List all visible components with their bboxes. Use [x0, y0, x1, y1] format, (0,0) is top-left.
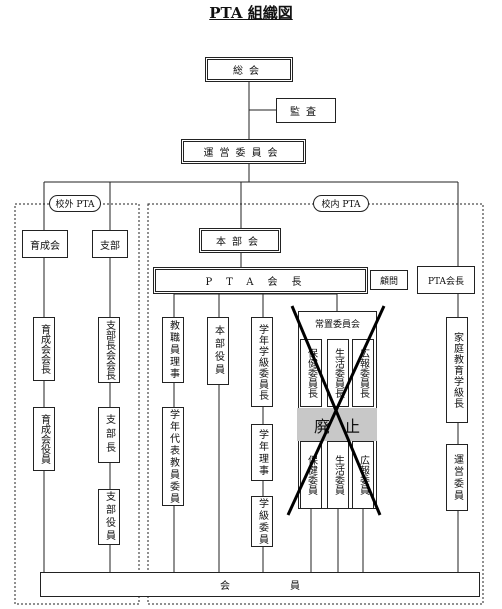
kansa-box: 監査	[276, 98, 336, 123]
unei-iin-label: 運営委員	[451, 453, 463, 502]
shibucho-kaicho-box: 支部長会会長	[98, 317, 120, 383]
gakunen-iincho-label: 学年学級委員長	[256, 323, 268, 401]
gakunen-riji-label: 学年理事	[256, 428, 268, 477]
seikatsu-iincho-box: 生活委員長	[327, 339, 349, 407]
shibucho-kaicho-label: 支部長会会長	[103, 320, 115, 380]
unei-iin-box: 運営委員	[446, 444, 468, 511]
honbu-yakuin-box: 本部役員	[207, 317, 229, 385]
kyoshoku-riji-label: 教職員理事	[167, 320, 179, 380]
hoken-iin-box: 保健委員	[300, 441, 322, 509]
konai-pta-label: 校内 PTA	[313, 195, 369, 212]
kogai-frame	[14, 203, 140, 605]
gakkyu-iin-label: 学級委員	[256, 497, 268, 546]
hoken-iincho-box: 保健委員長	[300, 339, 322, 407]
soukai-box: 総会	[205, 57, 293, 82]
ikusei-kaicho-box: 育成会会長	[33, 317, 55, 381]
hoken-iincho-label: 保健委員長	[305, 348, 317, 398]
shibu-yakuin-label: 支部役員	[103, 491, 115, 543]
ikusei-yakuin-label: 育成会役員	[38, 414, 50, 464]
konai-frame	[147, 203, 484, 605]
gakunen-daihyo-box: 学年代表教員委員	[162, 407, 184, 506]
kogai-pta-label: 校外 PTA	[49, 195, 101, 212]
abolish-label: 廃止	[297, 408, 377, 441]
pta-kaicho-label: PTA会長	[205, 277, 316, 288]
shibucho-box: 支部長	[98, 407, 120, 463]
koho-iincho-label: 広報委員長	[357, 348, 369, 398]
honbukai-box: 本部会	[199, 228, 281, 253]
ikusei-yakuin-box: 育成会役員	[33, 407, 55, 471]
koho-iin-label: 広報委員	[357, 455, 369, 495]
page-title: PTA 組織図	[209, 4, 293, 22]
kaiin-box: 会員	[40, 572, 480, 597]
seikatsu-iincho-label: 生活委員長	[332, 348, 344, 398]
pta-kaicho-box: PTA会長	[153, 267, 368, 294]
hoken-iin-label: 保健委員	[305, 455, 317, 495]
katei-kyoiku-box: 家庭教育学級長	[446, 317, 468, 423]
kaiin-label: 会員	[220, 581, 360, 592]
katei-kyoiku-label: 家庭教育学級長	[451, 331, 463, 409]
koho-iin-box: 広報委員	[352, 441, 374, 509]
pta-kaicho-right-box: PTA会長	[417, 266, 475, 294]
gakkyu-iin-box: 学級委員	[251, 496, 273, 547]
ikusei-kaicho-label: 育成会会長	[38, 324, 50, 374]
ikuseikai-box: 育成会	[22, 230, 68, 258]
shibucho-label: 支部長	[103, 414, 115, 456]
gakunen-iincho-box: 学年学級委員長	[251, 317, 273, 407]
koho-iincho-box: 広報委員長	[352, 339, 374, 407]
kyoshoku-riji-box: 教職員理事	[162, 317, 184, 383]
unei-iinkai-box: 運営委員会	[181, 139, 306, 164]
seikatsu-iin-box: 生活委員	[327, 441, 349, 509]
shibu-yakuin-box: 支部役員	[98, 489, 120, 545]
gakunen-daihyo-label: 学年代表教員委員	[167, 408, 179, 505]
shibu-box: 支部	[92, 230, 128, 258]
seikatsu-iin-label: 生活委員	[332, 455, 344, 495]
gakunen-riji-box: 学年理事	[251, 424, 273, 481]
honbu-yakuin-label: 本部役員	[212, 325, 224, 377]
jochi-iinkai-label: 常置委員会	[314, 320, 360, 330]
komon-box: 顧問	[370, 270, 408, 290]
